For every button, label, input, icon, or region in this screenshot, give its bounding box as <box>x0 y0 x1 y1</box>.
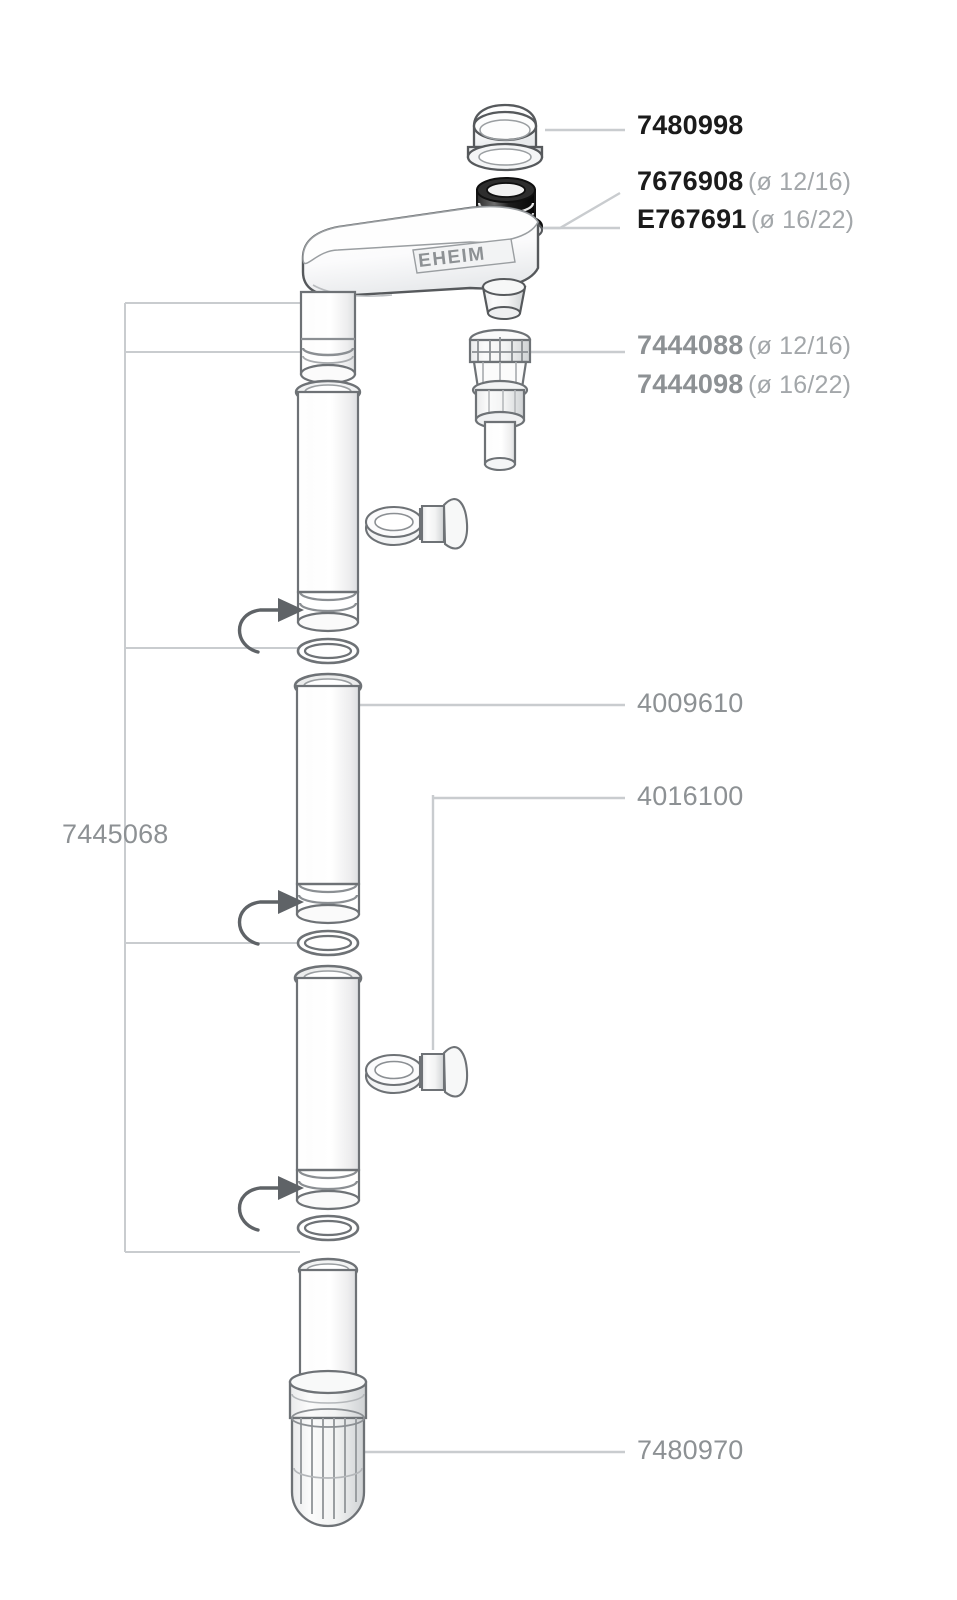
rotate-join-arrow-2 <box>237 888 306 946</box>
label-intake-strainer: 7480970 <box>637 1435 744 1465</box>
label-union-nut-16-22-code: 7444098 <box>637 369 744 399</box>
rotate-join-arrow-1 <box>237 596 306 654</box>
part-o-ring-1 <box>296 637 360 665</box>
part-elbow-body: EHEIM <box>301 205 540 320</box>
label-union-nut-16-22: 7444098 (ø 16/22) <box>637 371 851 398</box>
part-union-nut <box>468 328 532 472</box>
label-end-cap: 7480998 <box>637 112 744 139</box>
part-pipe-stub <box>299 290 357 385</box>
label-hose-connector-16-22-diameter: (ø 16/22) <box>750 206 855 234</box>
part-intake-strainer <box>288 1257 368 1528</box>
label-hose-connector-16-22-code: E767691 <box>637 204 747 234</box>
part-suction-cup-lower <box>364 1046 469 1098</box>
part-suction-cup-upper <box>364 498 469 550</box>
label-hose-connector-12-16-diameter: (ø 12/16) <box>747 168 852 196</box>
label-union-nut-12-16-diameter: (ø 12/16) <box>747 332 852 360</box>
label-union-nut-12-16-code: 7444088 <box>637 330 744 360</box>
label-assembly-group: 7445068 <box>62 819 169 849</box>
label-union-nut-12-16: 7444088 (ø 12/16) <box>637 332 851 359</box>
part-end-cap <box>466 103 544 172</box>
label-hose-connector-12-16-code: 7676908 <box>637 166 744 196</box>
part-pipe-middle <box>293 672 363 925</box>
label-union-nut-16-22-diameter: (ø 16/22) <box>747 371 852 399</box>
leader-lines <box>345 128 625 1454</box>
label-end-cap-code: 7480998 <box>637 110 744 140</box>
label-hose-connector-12-16: 7676908 (ø 12/16) <box>637 168 851 195</box>
label-o-ring: 4009610 <box>637 688 744 718</box>
grouping-bracket <box>124 302 300 1253</box>
part-pipe-upper <box>294 379 362 633</box>
rotate-join-arrow-3 <box>237 1174 306 1232</box>
part-o-ring-3 <box>296 1214 360 1242</box>
part-pipe-lower <box>293 964 363 1211</box>
part-o-ring-2 <box>296 929 360 957</box>
label-pipe-section: 4016100 <box>637 781 744 811</box>
label-hose-connector-16-22: E767691 (ø 16/22) <box>637 206 854 233</box>
